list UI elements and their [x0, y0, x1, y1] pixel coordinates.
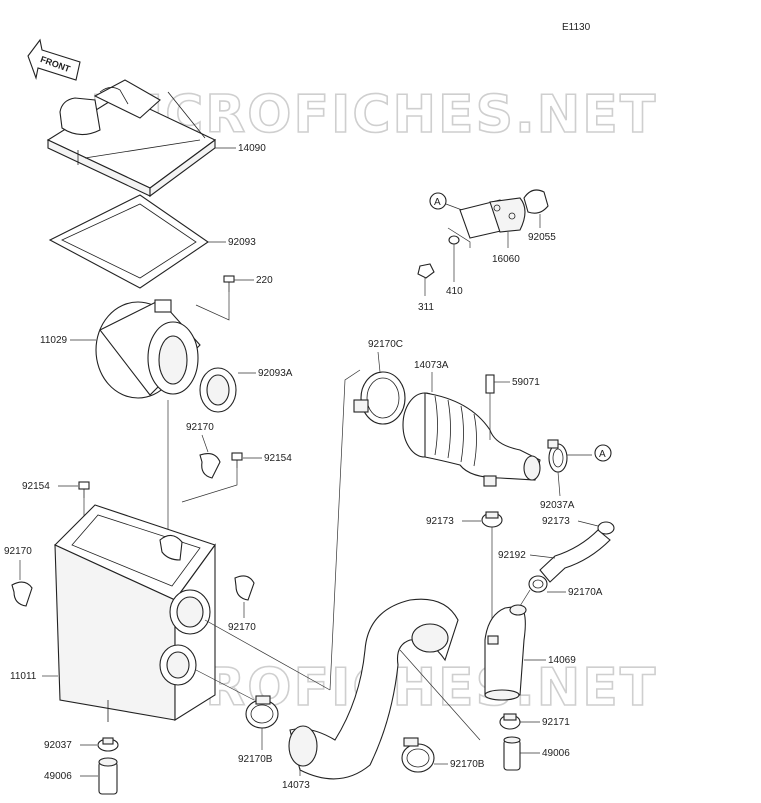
part-59071-pipe — [485, 374, 495, 440]
part-92170-clip-mid — [234, 575, 255, 601]
label-92192: 92192 — [498, 550, 526, 561]
label-92170A: 92170A — [568, 587, 603, 598]
label-92170B-left: 92170B — [238, 754, 273, 765]
part-92170-clip-top — [199, 453, 221, 479]
label-92055: 92055 — [528, 232, 556, 243]
part-92093-gasket — [48, 194, 209, 289]
part-311-nut — [417, 263, 435, 279]
label-92170B-right: 92170B — [450, 759, 485, 770]
label-14073: 14073 — [282, 780, 310, 791]
ref-a-circle-right — [594, 444, 612, 462]
label-92037: 92037 — [44, 740, 72, 751]
label-92171: 92171 — [542, 717, 570, 728]
label-92170C: 92170C — [368, 339, 403, 350]
part-92192-hose — [539, 529, 611, 583]
part-49006-drain-right — [503, 736, 521, 771]
part-14069-separator — [484, 604, 527, 701]
label-16060: 16060 — [492, 254, 520, 265]
label-410: 410 — [446, 286, 463, 297]
ref-a-circle-left — [429, 192, 447, 210]
label-92173-right: 92173 — [542, 516, 570, 527]
part-220-screw — [223, 275, 235, 292]
part-92037A-clamp — [547, 439, 568, 473]
part-49006-drain-left — [98, 757, 118, 795]
part-16060-throttle-body — [459, 197, 526, 239]
part-92170A-clamp — [528, 575, 548, 593]
label-92154-right: 92154 — [264, 453, 292, 464]
part-14090-cover — [46, 79, 217, 198]
part-92170-clip-left — [11, 581, 33, 607]
label-11011: 11011 — [10, 671, 37, 682]
diagram-code: E1130 — [562, 22, 591, 33]
part-11011-housing — [54, 504, 216, 722]
part-92055-seal — [523, 189, 549, 214]
label-92037A: 92037A — [540, 500, 575, 511]
label-92170-top: 92170 — [186, 422, 214, 433]
part-92173-clamp-left — [481, 511, 503, 528]
part-92154-bolt-left — [78, 481, 90, 498]
label-92093: 92093 — [228, 237, 256, 248]
part-92037-clamp — [97, 737, 119, 752]
label-311: 311 — [418, 302, 434, 313]
part-11029-filter — [95, 299, 201, 399]
label-92170-mid: 92170 — [228, 622, 256, 633]
part-92173-clamp-right — [597, 521, 615, 535]
part-410-washer — [448, 235, 460, 245]
part-14073A-bellows — [402, 392, 541, 487]
label-14073A: 14073A — [414, 360, 449, 371]
label-49006-right: 49006 — [542, 748, 570, 759]
part-92093A-ring — [199, 367, 237, 413]
ref-a-left: A — [434, 197, 441, 208]
part-92171-clamp — [499, 713, 521, 730]
part-92170B-clamp-right — [401, 737, 435, 773]
label-49006-left: 49006 — [44, 771, 72, 782]
part-92154-bolt-right — [231, 452, 243, 468]
part-92170C-clamp — [353, 371, 406, 425]
part-14073-duct — [288, 598, 459, 780]
label-59071: 59071 — [512, 377, 540, 388]
label-14069: 14069 — [548, 655, 576, 666]
label-14090: 14090 — [238, 143, 266, 154]
label-220: 220 — [256, 275, 273, 286]
label-11029: 11029 — [40, 335, 68, 346]
label-92093A: 92093A — [258, 368, 293, 379]
front-arrow-icon: FRONT — [27, 38, 81, 81]
label-92173-left: 92173 — [426, 516, 454, 527]
label-92154-left: 92154 — [22, 481, 50, 492]
ref-a-right: A — [599, 449, 606, 460]
label-92170-left: 92170 — [4, 546, 32, 557]
